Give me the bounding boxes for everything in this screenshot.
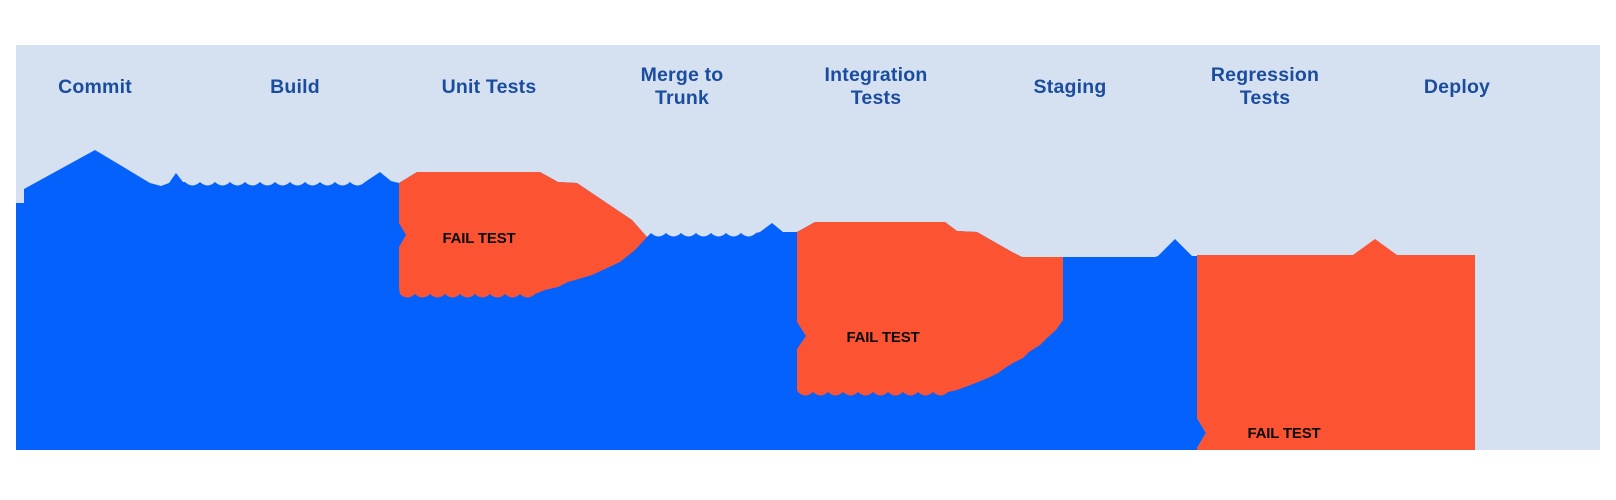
fail-test-label-3: FAIL TEST [1247, 425, 1321, 442]
stage-label-unit-tests: Unit Tests [441, 76, 537, 98]
fail-region-unit-tests [399, 172, 647, 298]
fail-test-label-2: FAIL TEST [846, 329, 920, 346]
stage-label-staging: Staging [1033, 76, 1107, 98]
fail-region-regression-tests [1197, 239, 1475, 450]
stage-label-merge-to-trunk: Merge to Trunk [640, 64, 724, 109]
fail-test-label-1: FAIL TEST [442, 230, 516, 247]
fail-region-integration-tests [797, 222, 1063, 396]
stage-label-deploy: Deploy [1423, 76, 1491, 98]
stage-label-regression-tests: Regression Tests [1210, 64, 1320, 109]
stage-label-commit: Commit [58, 76, 132, 98]
stage-label-build: Build [270, 76, 320, 98]
stage-label-integration-tests: Integration Tests [824, 64, 928, 109]
